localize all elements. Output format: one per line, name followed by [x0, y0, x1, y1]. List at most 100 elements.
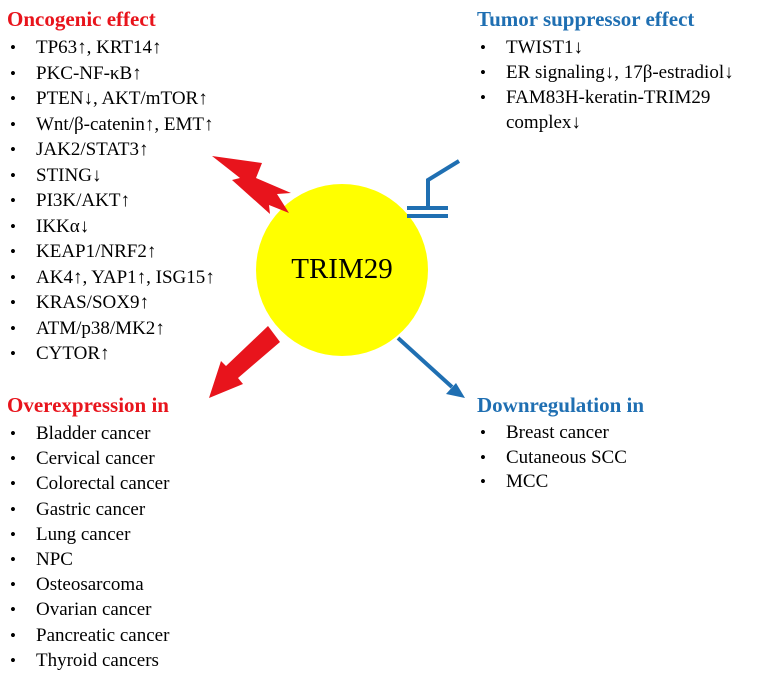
bullet-icon: •	[10, 165, 16, 185]
bullet-icon: •	[10, 191, 16, 210]
overexpression-item: • Osteosarcoma	[7, 572, 169, 597]
bullet-icon: •	[10, 650, 16, 670]
tumor-suppressor-item-text: FAM83H-keratin-TRIM29	[506, 87, 711, 108]
oncogenic-item-text: ATM/p38/MK2↑	[36, 317, 165, 339]
bullet-icon: •	[10, 625, 16, 645]
oncogenic-item: • AK4↑, YAP1↑, ISG15↑	[7, 265, 215, 291]
oncogenic-item-text: KRAS/SOX9↑	[36, 292, 149, 313]
overexpression-item-text: Colorectal cancer	[36, 473, 170, 495]
overexpression-item: • Colorectal cancer	[7, 471, 169, 496]
tumor-suppressor-continuation: complex↓	[506, 112, 581, 133]
bullet-icon: •	[480, 472, 486, 491]
oncogenic-item-text: CYTOR↑	[36, 343, 110, 364]
overexpression-item: • Pancreatic cancer	[7, 623, 169, 648]
oncogenic-item: • IKKα↓	[7, 214, 215, 240]
overexpression-item: • Ovarian cancer	[7, 597, 169, 622]
overexpression-item-text: Lung cancer	[36, 523, 131, 545]
downregulation-item: • MCC	[477, 470, 644, 495]
bullet-icon: •	[10, 89, 16, 108]
overexpression-item: • Cervical cancer	[7, 446, 169, 471]
bullet-icon: •	[10, 63, 16, 83]
overexpression-item-text: Thyroid cancers	[36, 649, 159, 671]
bullet-icon: •	[10, 449, 16, 469]
oncogenic-item: • JAK2/STAT3↑	[7, 137, 215, 163]
overexpression-item-text: Gastric cancer	[36, 498, 146, 520]
overexpression-list: • Bladder cancer • Cervical cancer • Colorect…	[7, 421, 169, 673]
lightning-bolt-icon	[212, 156, 291, 214]
oncogenic-item-text: KEAP1/NRF2↑	[36, 241, 157, 262]
bullet-icon: •	[10, 318, 16, 338]
downregulation-item: •Breast cancer	[477, 421, 644, 446]
overexpression-item-text: Cervical cancer	[36, 448, 155, 470]
oncogenic-item: • Wnt/β-catenin↑, EMT↑	[7, 112, 215, 138]
downregulation-item-text: MCC	[506, 471, 549, 492]
overexpression-section: Overexpression in • Bladder cancer • Cervic…	[7, 392, 169, 673]
tumor-suppressor-item-text: TWIST1↓	[506, 37, 584, 58]
tumor-suppressor-item-text: ER signaling↓, 17β-estradiol↓	[506, 62, 734, 83]
overexpression-heading: Overexpression in	[7, 393, 169, 417]
tumor-suppressor-section: Tumor suppressor effect •TWIST1↓•ER sign…	[477, 6, 734, 135]
overexpression-item-text: Osteosarcoma	[36, 574, 144, 596]
oncogenic-item: • PKC-NF-κB↑	[7, 61, 215, 87]
bullet-icon: •	[10, 424, 16, 443]
downregulation-arrow-icon	[396, 336, 465, 398]
tumor-suppressor-item: • ER signaling↓, 17β-estradiol↓	[477, 60, 734, 85]
overexpression-item: • Lung cancer	[7, 522, 169, 547]
downregulation-item-text: Breast cancer	[506, 422, 609, 443]
tumor-suppressor-item: • FAM83H-keratin-TRIM29	[477, 85, 734, 110]
oncogenic-item-text: PTEN↓, AKT/mTOR↑	[36, 88, 208, 109]
bullet-icon: •	[10, 293, 16, 312]
bullet-icon: •	[10, 524, 16, 544]
oncogenic-list: • TP63↑, KRT14↑ • PKC-NF-κB↑ • PTEN↓, AKT/mTO…	[7, 35, 215, 367]
oncogenic-item-text: STING↓	[36, 164, 102, 186]
oncogenic-item-text: AK4↑, YAP1↑, ISG15↑	[36, 266, 215, 288]
oncogenic-item-text: JAK2/STAT3↑	[36, 139, 149, 160]
center-label: TRIM29	[291, 253, 393, 285]
tumor-suppressor-heading: Tumor suppressor effect	[477, 7, 695, 31]
bullet-icon: •	[10, 474, 16, 494]
downregulation-item: •Cutaneous SCC	[477, 446, 644, 471]
overexpression-item-text: Ovarian cancer	[36, 599, 152, 621]
oncogenic-item-text: IKKα↓	[36, 215, 90, 237]
downregulation-heading: Downregulation in	[477, 393, 645, 417]
tumor-suppressor-list: •TWIST1↓ • ER signaling↓, 17β-estradiol↓ • F…	[477, 35, 734, 110]
oncogenic-effect-section: Oncogenic effect •TP63↑, KRT14↑•PKC-NF-κ…	[7, 6, 215, 367]
bullet-icon: •	[10, 499, 16, 519]
tumor-suppressor-item: •TWIST1↓	[477, 35, 734, 60]
oncogenic-item: •PI3K/AKT↑	[7, 188, 215, 214]
overexpression-item: • Thyroid cancers	[7, 648, 169, 673]
oncogenic-item: • CYTOR↑	[7, 341, 215, 367]
bullet-icon: •	[10, 38, 16, 57]
bullet-icon: •	[10, 114, 16, 134]
oncogenic-item: • TP63↑, KRT14↑	[7, 35, 215, 61]
bullet-icon: •	[10, 575, 16, 595]
oncogenic-item: • STING↓	[7, 163, 215, 189]
oncogenic-item: • ATM/p38/MK2↑	[7, 316, 215, 342]
oncogenic-item: • KEAP1/NRF2↑	[7, 239, 215, 265]
bullet-icon: •	[10, 140, 16, 159]
bullet-icon: •	[10, 550, 16, 570]
downregulation-section: Downregulation in •Breast cancer•Cutaneo…	[477, 392, 644, 495]
bullet-icon: •	[10, 267, 16, 287]
bullet-icon: •	[10, 216, 16, 236]
inhibition-bar-icon	[407, 159, 461, 218]
overexpression-item-text: NPC	[36, 549, 73, 571]
bullet-icon: •	[10, 600, 16, 620]
downregulation-list: •Breast cancer•Cutaneous SCC• MCC	[477, 421, 644, 495]
bullet-icon: •	[10, 242, 16, 261]
oncogenic-item: • KRAS/SOX9↑	[7, 290, 215, 316]
bullet-icon: •	[480, 88, 486, 107]
oncogenic-item-text: TP63↑, KRT14↑	[36, 37, 162, 58]
oncogenic-item-text: Wnt/β-catenin↑, EMT↑	[36, 113, 214, 135]
oncogenic-item-text: PKC-NF-κB↑	[36, 62, 142, 84]
bullet-icon: •	[10, 344, 16, 363]
overexpression-item-text: Pancreatic cancer	[36, 624, 170, 646]
downregulation-item-text: Cutaneous SCC	[506, 446, 627, 468]
overexpression-item: • Gastric cancer	[7, 497, 169, 522]
overexpression-item-text: Bladder cancer	[36, 423, 151, 444]
oncogenic-item: • PTEN↓, AKT/mTOR↑	[7, 86, 215, 112]
overexpression-item: • Bladder cancer	[7, 421, 169, 446]
bullet-icon: •	[480, 63, 486, 82]
